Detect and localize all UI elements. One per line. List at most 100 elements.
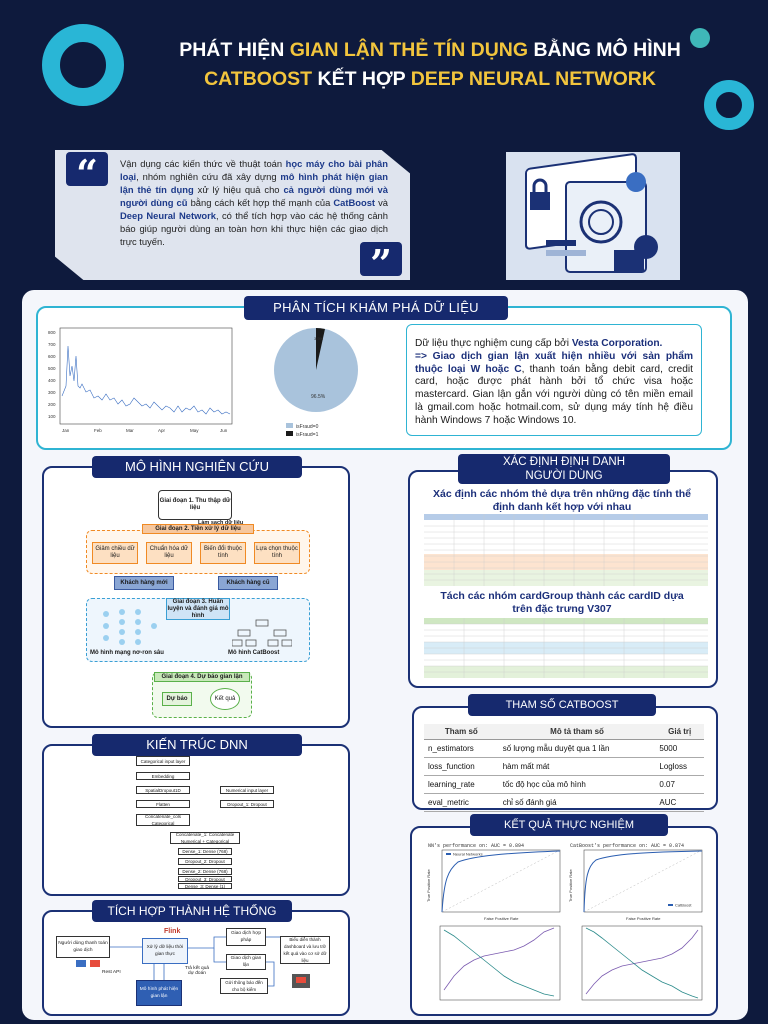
svg-text:300: 300: [48, 390, 56, 395]
svg-text:200: 200: [48, 402, 56, 407]
result-box: Kết quả: [210, 688, 240, 710]
new-users-box: Khách hàng mới: [114, 576, 174, 590]
step-select: Lựa chọn thuộc tính: [254, 542, 300, 564]
param-name: loss_function: [424, 757, 499, 776]
stage1-box: Giai đoạn 1. Thu thập dữ liệu: [158, 490, 232, 520]
svg-text:May: May: [190, 428, 199, 433]
svg-text:isFraud=0: isFraud=0: [296, 424, 319, 430]
svg-text:96.5%: 96.5%: [311, 394, 326, 400]
eda-header: PHÂN TÍCH KHÁM PHÁ DỮ LIỆU: [244, 296, 508, 320]
threshold-catboost-chart: [581, 925, 703, 1001]
identity-subtitle-2: Tách các nhóm cardGroup thành các cardID…: [440, 590, 684, 615]
svg-text:3.5%: 3.5%: [314, 336, 324, 341]
col-param: Tham số: [424, 724, 499, 740]
table-row: loss_function hàm mất mát Logloss: [424, 757, 704, 776]
label-rest-api: Rest API: [102, 970, 121, 975]
identity-subtitle-1: Xác định các nhóm thẻ dựa trên những đặc…: [433, 488, 691, 513]
integration-diagram: Người dùng thanh toán giao dịch Flink Xử…: [54, 928, 344, 1012]
params-header: THAM SỐ CATBOOST: [468, 694, 656, 716]
neural-net-icon: [103, 609, 157, 645]
table-row: eval_metric chỉ số đánh giá AUC: [424, 793, 704, 812]
svg-text:500: 500: [48, 366, 56, 371]
svg-text:isFraud=1: isFraud=1: [296, 432, 319, 438]
node-alert: Gửi thông báo đến cho bộ kiểm: [220, 978, 268, 994]
param-desc: tốc độ học của mô hình: [498, 775, 656, 794]
close-quote-icon: ”: [360, 242, 402, 286]
params-table: Tham số Mô tả tham số Giá trị n_estimato…: [424, 724, 704, 812]
params-table-wrap: Tham số Mô tả tham số Giá trị n_estimato…: [424, 724, 704, 812]
intro-quote-box: [55, 150, 410, 280]
intro-text: Vận dụng các kiến thức về thuật toán học…: [120, 158, 388, 247]
label-return: Trả kết quả dự đoán: [184, 966, 210, 976]
dnn-concat1: Concatenate_1: Concatenate Numerical + C…: [170, 832, 240, 844]
stage4-label: Giai đoạn 4. Dự báo gian lận: [154, 672, 250, 682]
node-dashboard: Biểu diễn thành dashboard và lưu trữ kết…: [280, 936, 330, 964]
step-normalize: Chuẩn hóa dữ liệu: [146, 542, 192, 564]
dnn-dense3: Dense_3: Dense (1): [178, 883, 232, 889]
dnn-concat-cols: Concatenate_cols Categorical: [136, 814, 190, 826]
decor-dot: [690, 28, 710, 48]
dnn-num-input: Numerical input layer: [220, 786, 274, 794]
step-transform: Biến đổi thuộc tính: [200, 542, 246, 564]
svg-text:Jan: Jan: [62, 428, 70, 433]
flink-label: Flink: [164, 928, 181, 935]
predict-box: Dự báo: [162, 692, 192, 706]
dnn-dropout1: Dropout_1: Dropout: [220, 800, 274, 808]
svg-text:Neural Networks: Neural Networks: [453, 852, 483, 857]
catboost-tree-icon: [232, 619, 292, 647]
step-reduce: Giảm chiều dữ liệu: [92, 542, 138, 564]
fraud-timeseries-chart: 800 700 600 500 400 300 200 100 Jan Feb …: [48, 327, 233, 433]
dnn-spatial-dropout: SpatialDropout1D: [136, 786, 190, 794]
param-desc: số lượng mẫu duyệt qua 1 lần: [498, 739, 656, 758]
dnn-header: KIẾN TRÚC DNN: [92, 734, 302, 756]
node-fraud: Giao dịch gian lận: [226, 954, 266, 970]
svg-text:Mar: Mar: [126, 428, 134, 433]
svg-text:True Positive Rate: True Positive Rate: [568, 868, 573, 902]
svg-text:800: 800: [48, 330, 56, 335]
svg-text:700: 700: [48, 342, 56, 347]
roc-catboost-chart: CatBoost's performance on: AUC = 0.874 C…: [568, 843, 703, 921]
card-id-table: [424, 618, 708, 678]
param-value: AUC: [655, 793, 704, 812]
dnn-cat-input: Categorical input layer: [136, 756, 190, 766]
node-user: Người dùng thanh toán giao dịch: [56, 936, 110, 958]
svg-text:Apr: Apr: [158, 428, 166, 433]
open-quote-icon: “: [66, 152, 108, 196]
eda-description: Dữ liệu thực nghiệm cung cấp bởi Vesta C…: [406, 324, 702, 436]
param-value: 5000: [655, 739, 704, 758]
poster-title: PHÁT HIỆN GIAN LẬN THẺ TÍN DỤNG BẰNG MÔ …: [179, 39, 681, 90]
roc-nn-chart: NN's performance on: AUC = 0.894 Neural …: [426, 843, 561, 921]
dnn-dropout2: Dropout_2: Dropout: [178, 858, 232, 865]
svg-text:NN's performance on: AUC = 0.8: NN's performance on: AUC = 0.894: [428, 843, 524, 849]
dnn-embedding: Embedding: [136, 772, 190, 780]
node-legit: Giao dịch hợp pháp: [226, 928, 266, 946]
param-value: 0.07: [655, 775, 704, 794]
dnn-dropout3: Dropout_3: Dropout: [178, 876, 232, 882]
svg-text:600: 600: [48, 354, 56, 359]
catboost-model-label: Mô hình CatBoost: [228, 650, 280, 656]
node-realtime: Xử lý dữ liệu thời gian thực: [142, 938, 188, 964]
svg-text:CatBoost: CatBoost: [675, 903, 692, 908]
dnn-diagram: Categorical input layer Embedding Spatia…: [130, 756, 280, 890]
model-diagram: Giai đoạn 1. Thu thập dữ liệu Làm sạch d…: [86, 486, 318, 720]
svg-text:400: 400: [48, 378, 56, 383]
svg-text:False Positive Rate: False Positive Rate: [484, 916, 519, 921]
dnn-model-label: Mô hình mạng nơ-ron sâu: [90, 650, 164, 656]
col-value: Giá trị: [655, 724, 704, 740]
svg-text:False Positive Rate: False Positive Rate: [626, 916, 661, 921]
svg-text:Jun: Jun: [220, 428, 228, 433]
param-desc: hàm mất mát: [498, 757, 656, 776]
node-model: Mô hình phát hiện gian lận: [136, 980, 182, 1006]
stage2-label: Giai đoạn 2. Tiền xử lý dữ liệu: [142, 524, 254, 534]
col-desc: Mô tả tham số: [498, 724, 656, 740]
results-header: KẾT QUẢ THỰC NGHIỆM: [470, 814, 668, 836]
card-group-table: [424, 514, 708, 586]
integration-arrows: [76, 936, 310, 988]
dnn-flatten: Flatten: [136, 800, 190, 808]
svg-text:Feb: Feb: [94, 428, 102, 433]
svg-text:CatBoost's performance on: AUC: CatBoost's performance on: AUC = 0.874: [570, 843, 684, 849]
param-desc: chỉ số đánh giá: [498, 793, 656, 812]
security-illustration: [506, 152, 680, 280]
param-value: Logloss: [655, 757, 704, 776]
